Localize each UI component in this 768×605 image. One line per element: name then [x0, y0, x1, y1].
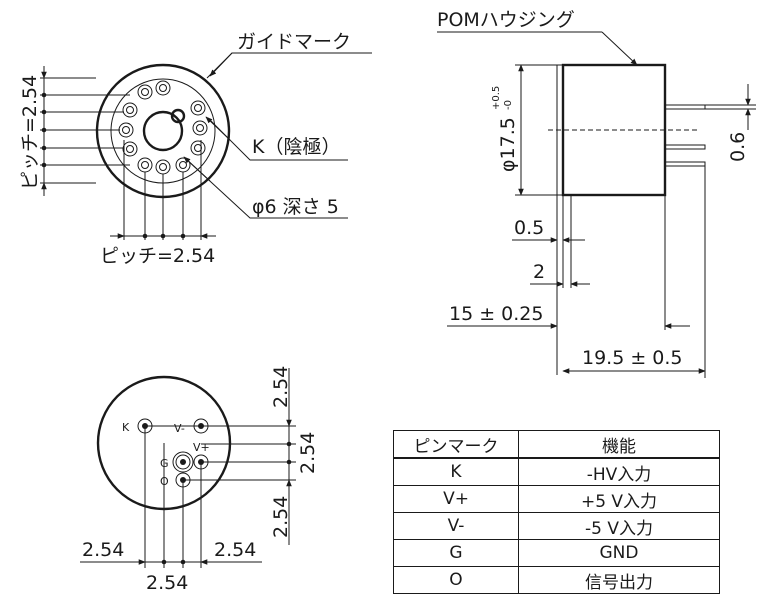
cell-mark: G: [393, 539, 519, 567]
side-pins: [664, 104, 706, 167]
pitch-horizontal-label: ピッチ=2.54: [100, 245, 215, 267]
cell-function: -HV入力: [518, 457, 720, 486]
hole-label: φ6 深さ 5: [252, 196, 339, 218]
table-row: V+ +5 V入力: [393, 485, 720, 513]
guide-mark-leader: [206, 52, 372, 79]
cell-function: +5 V入力: [518, 485, 720, 513]
header-function: 機能: [518, 430, 720, 459]
diameter-tol-plus: +0.5: [491, 86, 502, 110]
pitch-vertical-label: ピッチ=2.54: [19, 75, 41, 190]
cell-function: 信号出力: [518, 566, 720, 594]
housing-label: POMハウジング: [437, 9, 575, 31]
dim-15-label: 15 ± 0.25: [449, 303, 543, 325]
cell-mark: V-: [393, 512, 519, 540]
table-row: V- -5 V入力: [393, 512, 720, 540]
guide-key-notch: [170, 108, 186, 124]
dim-right-bottom-label: 2.54: [214, 539, 256, 561]
pin-vminus-label: V-: [174, 422, 185, 435]
pin-dia-label: 0.6: [727, 132, 749, 162]
table-header-row: ピンマーク 機能: [393, 430, 720, 459]
pin-vplus-label: V+: [193, 441, 210, 454]
pin-k-label: K: [122, 421, 130, 434]
dim-bottom-label: 2.54: [146, 572, 188, 594]
front-pin-sockets: [118, 80, 208, 175]
dim-top-label: 2.54: [270, 366, 292, 408]
front-view: ガイドマーク K（陰極） φ6 深さ 5 ピッチ=2.54 ピッチ=2.54: [19, 31, 372, 267]
dim-left-label: 2.54: [82, 539, 124, 561]
dim-2-label: 2: [533, 261, 545, 283]
dim-05-label: 0.5: [514, 217, 544, 239]
cell-mark: V+: [393, 485, 519, 513]
table-row: K -HV入力: [393, 457, 720, 486]
guide-mark-label: ガイドマーク: [237, 31, 351, 53]
cell-mark: O: [393, 566, 519, 594]
cathode-label: K（陰極）: [252, 136, 340, 158]
side-view: 0.6 φ17.5 +0.5 -0 POMハウジング 0.5 2: [437, 9, 756, 378]
diameter-tol-minus: -0: [503, 100, 514, 110]
dim-right-label: 2.54: [297, 432, 319, 474]
pin-function-table: ピンマーク 機能 K -HV入力 V+ +5 V入力 V- -5 V入力 G G…: [393, 430, 720, 594]
dim-lower-label: 2.54: [270, 496, 292, 538]
dim-195-label: 19.5 ± 0.5: [582, 347, 683, 369]
bottom-view: K V- V+ G O 2.54 2.54 2.54: [80, 366, 319, 594]
table-row: O 信号出力: [393, 566, 720, 594]
table-row: G GND: [393, 539, 720, 567]
header-pin-mark: ピンマーク: [393, 430, 519, 459]
cell-function: -5 V入力: [518, 512, 720, 540]
center-hole: [142, 110, 184, 152]
diameter-label: φ17.5: [497, 117, 519, 172]
cell-function: GND: [518, 539, 720, 567]
cell-mark: K: [393, 457, 519, 486]
